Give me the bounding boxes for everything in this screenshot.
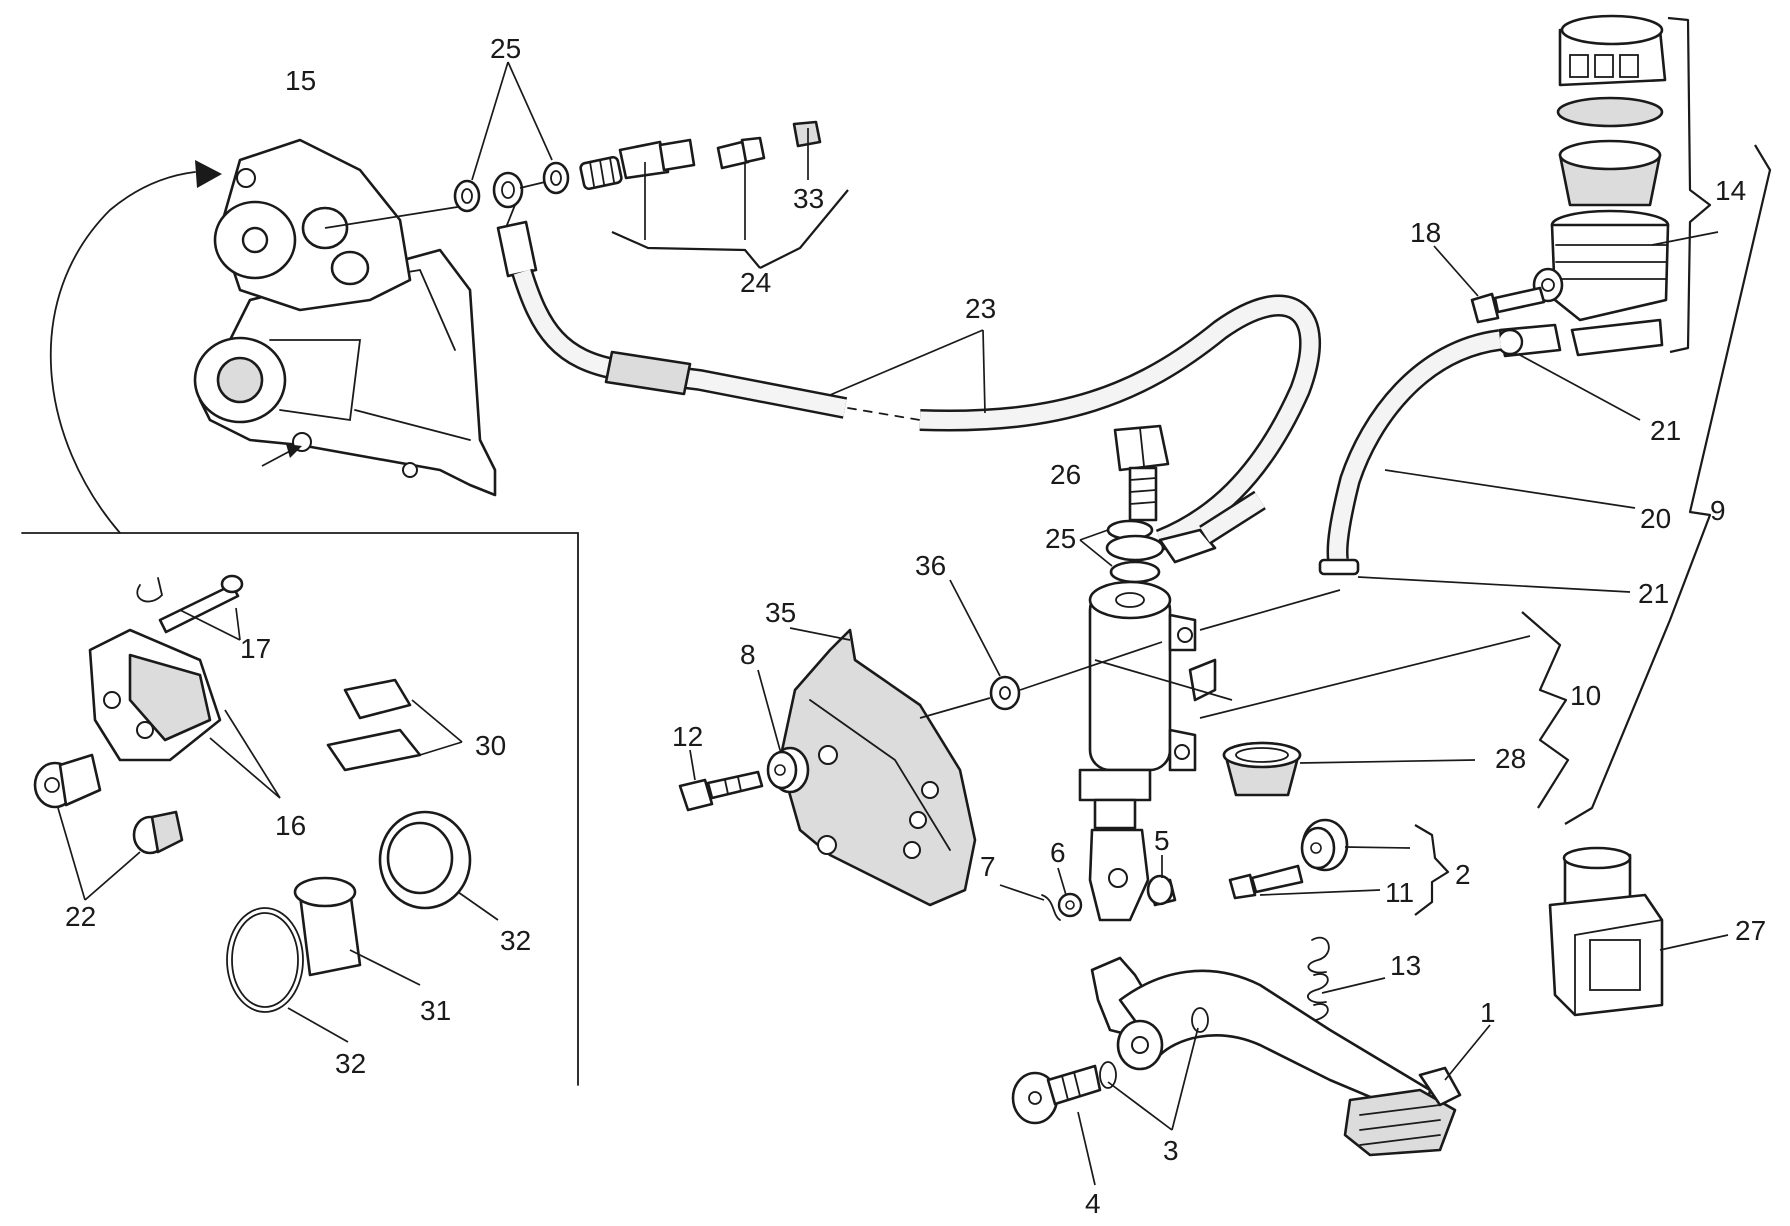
cup-28 [1222, 741, 1476, 797]
callout-14: 14 [1715, 175, 1746, 206]
piston-seal-31-32 [226, 810, 499, 1043]
callout-27: 27 [1735, 915, 1766, 946]
hose-20-clamps-21 [1199, 323, 1641, 631]
master-cylinder [1078, 580, 1233, 922]
brake-hose-23 [496, 204, 1321, 551]
callout-13: 13 [1390, 950, 1421, 981]
washer-36 [919, 579, 1163, 719]
callout-28: 28 [1495, 743, 1526, 774]
callout-20: 20 [1640, 503, 1671, 534]
callout-11: 11 [1385, 877, 1414, 908]
rear-brake-caliper [193, 138, 497, 497]
callout-18: 18 [1410, 217, 1441, 248]
master-cylinder-washers-25 [1079, 490, 1266, 584]
brackets-25-24-33 [471, 61, 849, 269]
brake-pedal-1 [1090, 956, 1491, 1157]
callout-36: 36 [915, 550, 946, 581]
callout-23: 23 [965, 293, 996, 324]
caliper-banjo-washers [453, 161, 570, 213]
callout-32-right: 32 [500, 925, 531, 956]
callout-26: 26 [1050, 459, 1081, 490]
callout-9: 9 [1710, 495, 1726, 526]
bolt-12 [678, 749, 764, 812]
callout-5: 5 [1154, 825, 1170, 856]
callout-25-top: 25 [490, 33, 521, 64]
callout-labels: 1 2 3 4 5 6 7 8 9 10 11 12 13 14 15 16 1… [65, 33, 1766, 1219]
bleeder-valve-assembly [579, 120, 822, 191]
bolt-18 [1433, 245, 1546, 324]
callout-16: 16 [275, 810, 306, 841]
callout-17: 17 [240, 633, 271, 664]
callout-12: 12 [672, 721, 703, 752]
callout-30: 30 [475, 730, 506, 761]
bumper-2-bolt-11 [1228, 818, 1411, 900]
caliper-parts-inset [21, 160, 579, 1086]
callout-35: 35 [765, 597, 796, 628]
callout-21-bottom: 21 [1638, 578, 1669, 609]
callout-33: 33 [793, 183, 824, 214]
callout-24: 24 [740, 267, 771, 298]
pad-spring-30 [326, 678, 463, 772]
heel-guard-35 [778, 627, 977, 907]
callout-22: 22 [65, 901, 96, 932]
callout-25-mid: 25 [1045, 523, 1076, 554]
callout-2: 2 [1455, 859, 1471, 890]
pin-plug-22 [33, 753, 184, 901]
clevis-pin-5-washer-6-clip-7 [999, 855, 1177, 921]
fluid-reservoir [1532, 14, 1719, 357]
bumper-8 [757, 669, 810, 794]
callout-3: 3 [1163, 1135, 1179, 1166]
callout-4: 4 [1085, 1188, 1101, 1219]
pivot-bolt-4-clips-3 [1011, 1007, 1209, 1186]
callout-15: 15 [285, 65, 316, 96]
callout-7: 7 [980, 851, 996, 882]
callout-8: 8 [740, 639, 756, 670]
banjo-bolt-26 [1113, 424, 1170, 522]
brackets-right [1199, 16, 1772, 916]
callout-1: 1 [1480, 997, 1496, 1028]
brake-fluid-bottle [1548, 846, 1729, 1017]
pin-17 [136, 574, 244, 641]
callout-31: 31 [420, 995, 451, 1026]
callout-21-top: 21 [1650, 415, 1681, 446]
callout-10: 10 [1570, 680, 1601, 711]
callout-32-bottom: 32 [335, 1048, 366, 1079]
brake-pads-16 [88, 628, 281, 799]
callout-6: 6 [1050, 837, 1066, 868]
